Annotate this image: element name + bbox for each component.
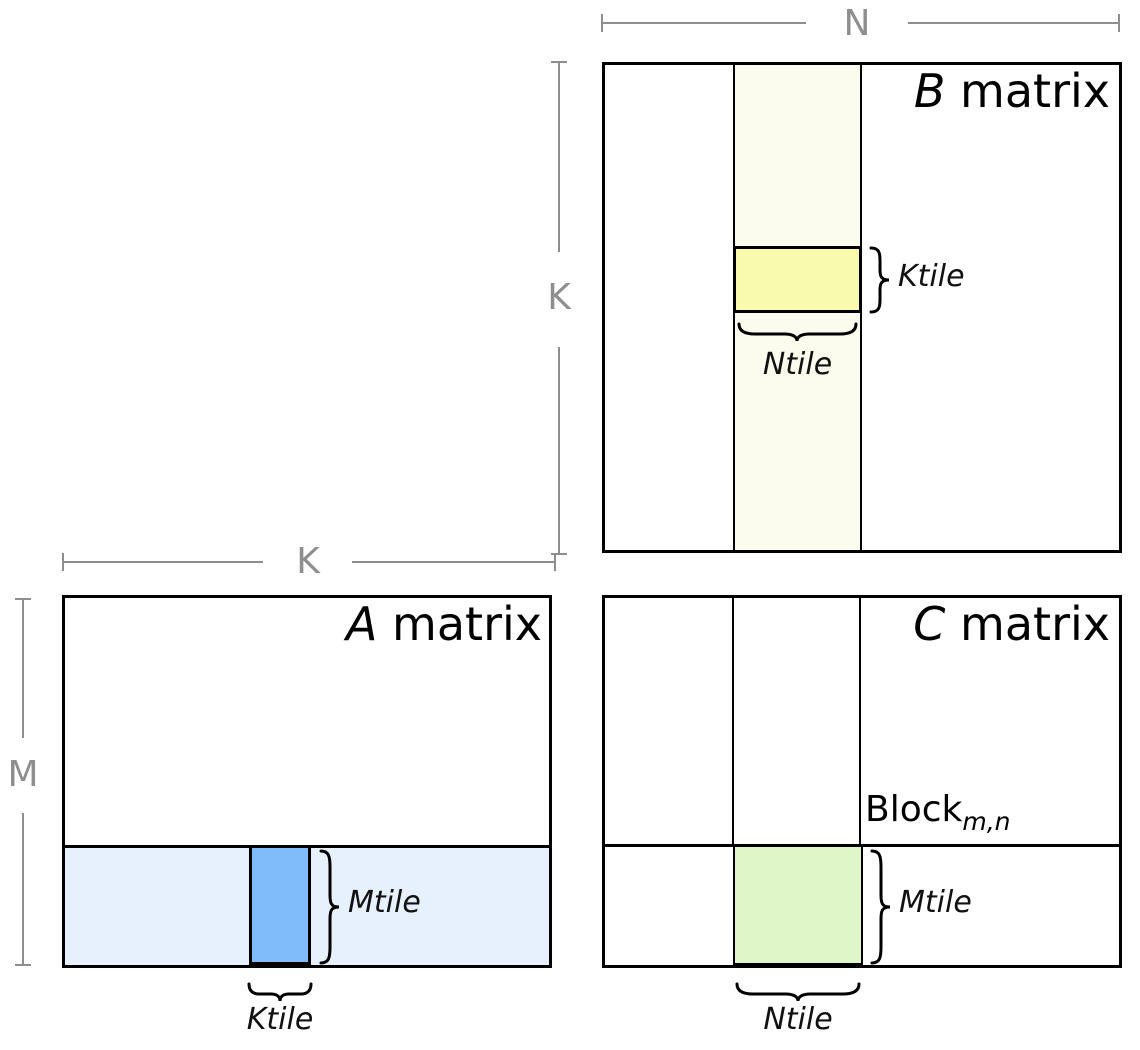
a-mtile-label: Mtile	[348, 885, 421, 920]
b-k-dimension-line-top	[558, 62, 560, 252]
a-mtile-tile	[249, 845, 311, 965]
a-k-dimension-tick-right	[554, 553, 556, 571]
b-ntile-label: Ntile	[762, 347, 833, 382]
c-mtile-label: Mtile	[899, 885, 972, 920]
a-mtile-brace-icon	[319, 849, 340, 965]
c-column-line-left	[732, 598, 734, 844]
b-matrix-box	[602, 62, 1122, 553]
m-dimension-tick-bottom	[15, 964, 31, 966]
a-ktile-label: Ktile	[246, 1002, 314, 1037]
c-matrix-title-word: matrix	[960, 597, 1110, 651]
c-ntile-label: Ntile	[763, 1002, 833, 1037]
a-k-dimension-line-right	[352, 561, 555, 563]
n-dimension-line-left	[602, 22, 806, 24]
b-k-dimension-label: K	[547, 277, 571, 318]
c-block-tile	[733, 845, 863, 965]
a-k-dimension-label: K	[296, 541, 320, 582]
c-column-line-right	[859, 598, 861, 844]
b-matrix-title-letter: B	[913, 64, 946, 118]
a-matrix-title-letter: A	[345, 597, 378, 651]
c-block-label-base: Block	[865, 789, 963, 830]
c-ntile-brace-icon	[735, 982, 861, 1002]
a-ktile-brace-icon	[247, 982, 313, 1002]
n-dimension-label: N	[843, 3, 871, 44]
b-k-dimension-line-bottom	[558, 347, 560, 553]
n-dimension-line-right	[908, 22, 1119, 24]
n-dimension-tick-right	[1118, 14, 1120, 32]
c-mtile-brace-icon	[870, 849, 891, 965]
a-matrix-title: A matrix	[280, 601, 542, 647]
b-k-dimension-tick-bottom	[551, 553, 567, 555]
m-dimension-line-bottom	[22, 813, 24, 966]
m-dimension-line-top	[22, 599, 24, 738]
b-matrix-title: B matrix	[850, 68, 1110, 114]
b-ntile-brace-icon	[737, 322, 858, 342]
b-ktile-tile	[733, 246, 862, 313]
b-ktile-brace-icon	[869, 246, 890, 314]
b-matrix-title-word: matrix	[960, 64, 1110, 118]
c-block-label-subscript: m,n	[962, 807, 1011, 836]
a-matrix-title-word: matrix	[392, 597, 542, 651]
c-block-label: Blockm,n	[865, 789, 1011, 835]
a-k-dimension-line-left	[63, 561, 263, 563]
c-matrix-title: C matrix	[850, 601, 1110, 647]
m-dimension-label: M	[7, 754, 39, 795]
b-ktile-label: Ktile	[898, 259, 965, 294]
c-matrix-title-letter: C	[913, 597, 946, 651]
